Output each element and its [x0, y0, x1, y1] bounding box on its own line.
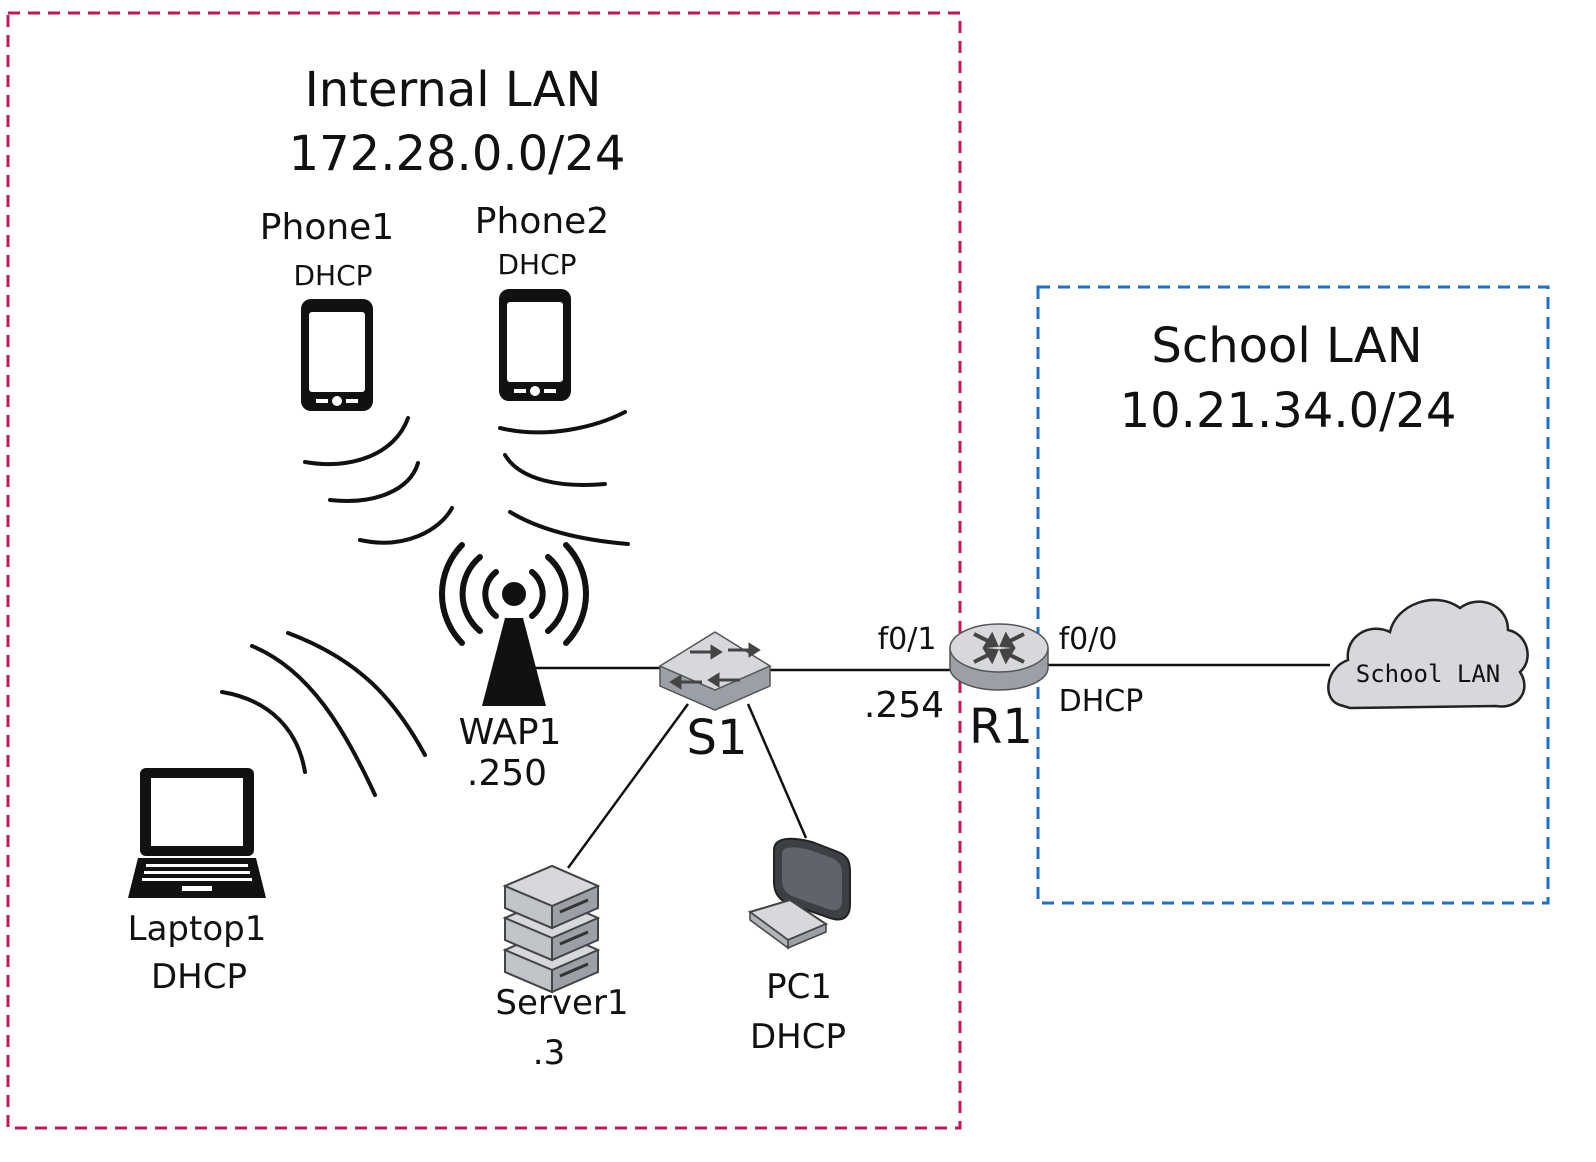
school-lan-zone	[1036, 285, 1550, 905]
r1-inside-interface: f0/1	[877, 622, 937, 657]
phone1-name: Phone1	[259, 207, 395, 248]
school-lan-cloud-icon	[1327, 598, 1529, 710]
phone2-name: Phone2	[474, 201, 610, 242]
pc1-icon	[747, 837, 851, 950]
pc1-name: PC1	[766, 967, 832, 1007]
r1-outside-interface: f0/0	[1058, 622, 1118, 657]
r1-inside-ip: .254	[863, 685, 945, 726]
pc1-ip: DHCP	[750, 1017, 846, 1057]
s1-name: S1	[686, 710, 748, 766]
server1-ip: .3	[532, 1033, 566, 1073]
wap1-icon	[438, 542, 590, 706]
server1-icon	[502, 864, 601, 994]
phone2-icon	[499, 289, 571, 401]
r1-name: R1	[969, 699, 1033, 755]
server1-name: Server1	[495, 983, 629, 1023]
wap1-ip: .250	[466, 753, 548, 794]
school-lan-title: School LAN	[1151, 318, 1423, 374]
s1-switch-icon	[658, 631, 772, 711]
laptop1-icon	[128, 768, 266, 898]
wireless-waves-icon	[220, 410, 630, 797]
school-lan-cloud-label: School LAN	[1355, 660, 1501, 688]
wap1-name: WAP1	[458, 712, 562, 753]
link-s1-pc1	[746, 703, 808, 839]
phone1-icon	[301, 299, 373, 411]
laptop1-name: Laptop1	[127, 909, 267, 949]
laptop1-ip: DHCP	[151, 957, 247, 997]
internal-lan-zone	[6, 11, 962, 1130]
r1-outside-ip: DHCP	[1058, 684, 1144, 719]
internal-lan-title: Internal LAN	[304, 62, 602, 118]
internal-lan-subnet: 172.28.0.0/24	[288, 126, 626, 182]
phone2-ip: DHCP	[497, 248, 577, 281]
phone1-ip: DHCP	[293, 259, 373, 292]
school-lan-subnet: 10.21.34.0/24	[1119, 383, 1457, 439]
r1-router-icon	[949, 623, 1049, 691]
link-s1-server1	[566, 703, 690, 869]
